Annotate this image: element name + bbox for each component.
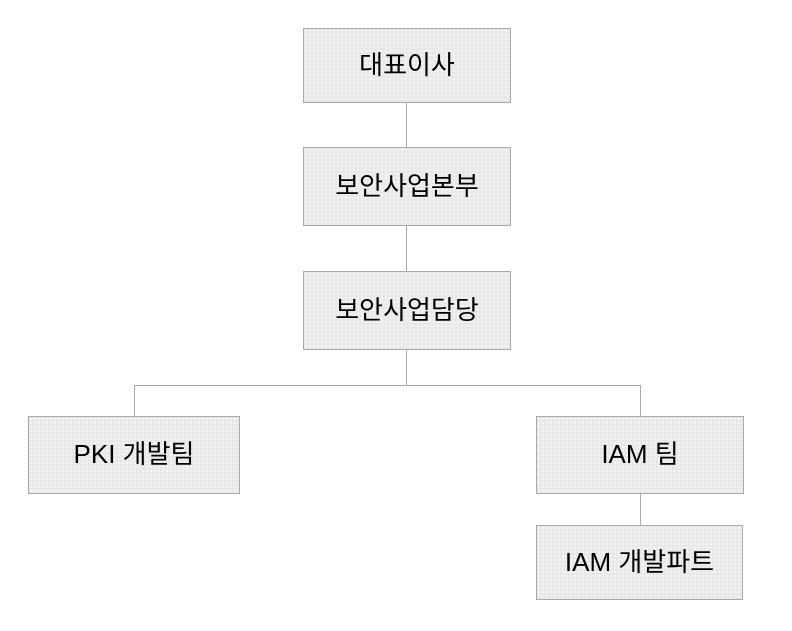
org-node-security-lead-label: 보안사업담당: [335, 294, 479, 325]
connector-division-lead: [406, 226, 407, 271]
org-node-iam-dev-part-label: IAM 개발파트: [564, 546, 715, 577]
org-node-security-lead: 보안사업담당: [303, 271, 511, 350]
connector-drop-iam: [640, 385, 641, 416]
org-node-iam-dev-part: IAM 개발파트: [536, 525, 743, 600]
org-node-iam-team: IAM 팀: [536, 416, 744, 494]
org-node-pki-team-label: PKI 개발팀: [73, 439, 195, 470]
org-node-ceo: 대표이사: [303, 28, 511, 103]
connector-drop-pki: [134, 385, 135, 416]
connector-lead-stem: [406, 350, 407, 386]
org-node-pki-team: PKI 개발팀: [28, 416, 240, 494]
connector-ceo-division: [406, 103, 407, 147]
connector-iam-part: [640, 494, 641, 525]
org-node-iam-team-label: IAM 팀: [601, 439, 679, 470]
org-node-security-division: 보안사업본부: [303, 147, 511, 226]
org-node-ceo-label: 대표이사: [359, 49, 455, 80]
connector-branch-rail: [134, 385, 641, 386]
org-node-security-division-label: 보안사업본부: [335, 170, 479, 201]
